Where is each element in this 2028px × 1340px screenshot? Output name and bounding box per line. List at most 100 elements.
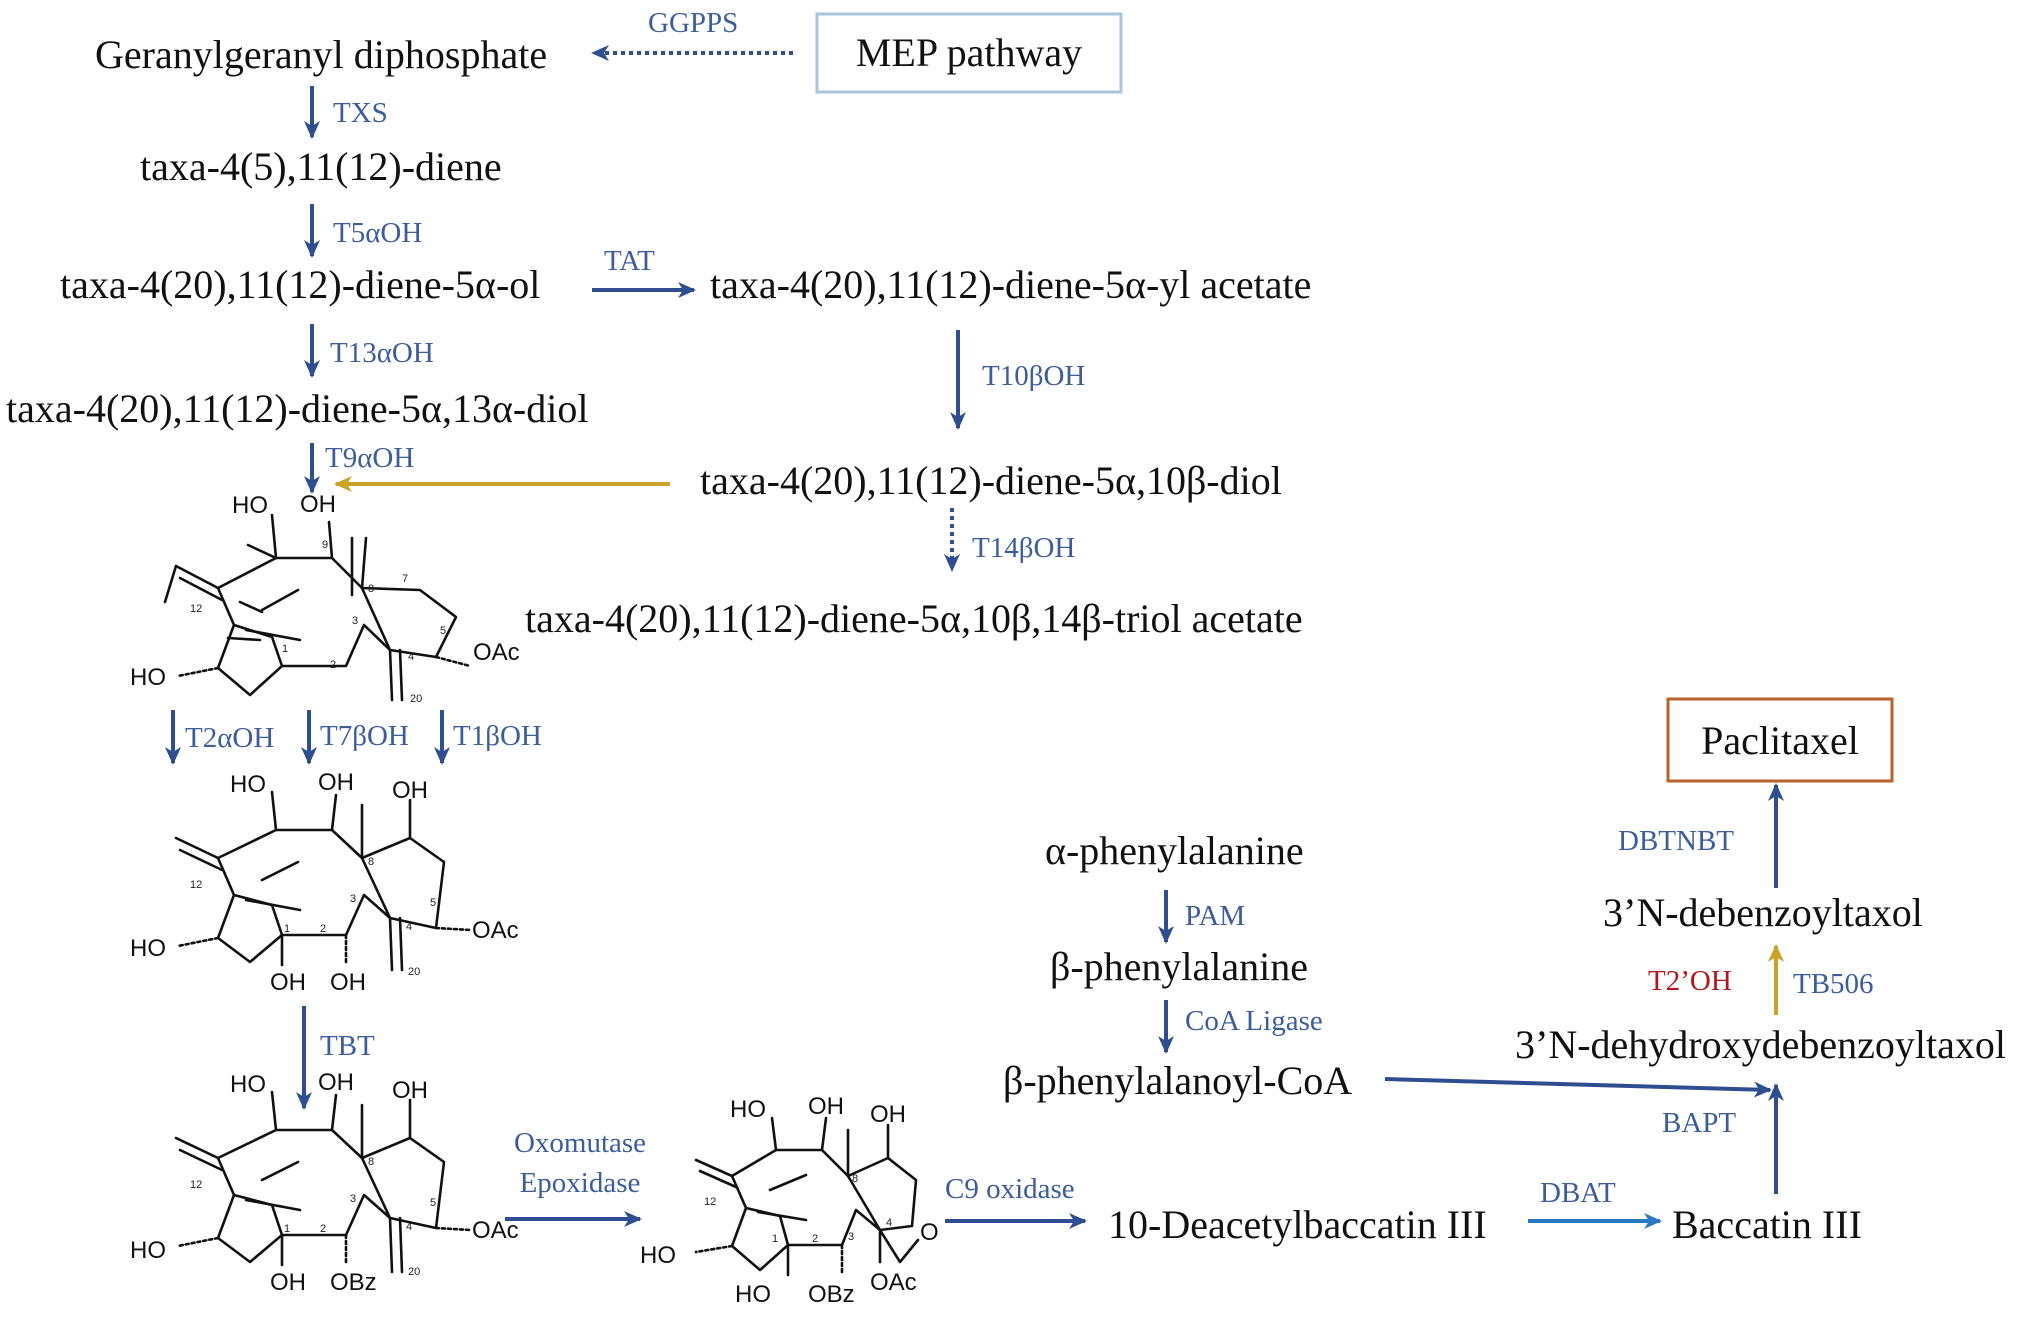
s3-num-20: 20: [408, 1266, 420, 1278]
s1-oh-9: OH: [300, 491, 336, 518]
s2-oh-1: OH: [270, 969, 306, 996]
s3-oac-5: OAc: [472, 1217, 519, 1244]
s1-num-8: 8: [368, 583, 374, 595]
enzyme-bapt: BAPT: [1662, 1107, 1736, 1139]
enzyme-t1boh: T1βOH: [453, 720, 542, 752]
compound-triol: taxa-4(20),11(12)-diene-5α,10β,14β-triol…: [525, 596, 1303, 641]
s3-oh-1: OH: [270, 1269, 306, 1296]
s4-num-3: 3: [848, 1231, 854, 1243]
compound-beta-phe-coa: β-phenylalanoyl-CoA: [1003, 1058, 1352, 1103]
s1-num-1: 1: [282, 643, 288, 655]
s1-oac-5: OAc: [473, 639, 520, 666]
s3-ho-13: HO: [130, 1237, 166, 1264]
s1-num-4: 4: [408, 651, 414, 663]
paclitaxel-box: [1666, 697, 1894, 783]
s2-oh-2: OH: [330, 969, 366, 996]
compound-ggpp: Geranylgeranyl diphosphate: [95, 32, 547, 77]
compound-taxadiene: taxa-4(5),11(12)-diene: [140, 144, 502, 189]
structure-3: HO OH OH HO OAc OH OBz 8 12 3 5 1 2 4 20: [130, 1069, 519, 1296]
enzyme-t2aoh: T2αOH: [185, 722, 274, 754]
structure-1: HO OH HO OAc 9 7 12 8 5 3 1 2 4 20: [130, 491, 520, 705]
enzyme-t10boh: T10βOH: [982, 360, 1085, 392]
s2-num-4: 4: [406, 921, 412, 933]
s4-num-12: 12: [704, 1196, 716, 1208]
s1-num-7: 7: [402, 573, 408, 585]
s2-ho-13: HO: [130, 935, 166, 962]
mep-box: [815, 12, 1123, 94]
enzyme-t13aoh: T13αOH: [330, 337, 434, 369]
s3-num-8: 8: [368, 1156, 374, 1168]
structure-2: HO OH OH HO OAc OH OH 8 12 3 5 1 2 4 20: [130, 769, 519, 996]
enzyme-coa-ligase: CoA Ligase: [1185, 1005, 1323, 1037]
s1-num-20: 20: [410, 693, 422, 705]
s3-oh-9: OH: [318, 1069, 354, 1096]
compound-diol-10: taxa-4(20),11(12)-diene-5α,10β-diol: [700, 458, 1282, 503]
s1-num-5: 5: [440, 625, 446, 637]
s4-num-8: 8: [852, 1173, 858, 1185]
enzyme-epoxidase: Epoxidase: [520, 1167, 641, 1199]
s2-num-3: 3: [350, 893, 356, 905]
enzyme-tbt: TBT: [320, 1030, 375, 1062]
s3-num-4: 4: [406, 1221, 412, 1233]
s2-num-1: 1: [284, 923, 290, 935]
compound-dehydroxy: 3’N-dehydroxydebenzoyltaxol: [1515, 1022, 2006, 1067]
enzyme-t7boh: T7βOH: [320, 720, 409, 752]
enzyme-t2oh: T2’OH: [1648, 965, 1732, 997]
enzyme-c9-oxidase: C9 oxidase: [945, 1173, 1075, 1205]
s2-num-8: 8: [368, 856, 374, 868]
s4-oac-4: OAc: [870, 1269, 917, 1296]
s1-ho-10: HO: [232, 492, 268, 519]
s4-oh-9: OH: [808, 1093, 844, 1120]
s3-ho-10: HO: [230, 1071, 266, 1098]
compound-dab: 10-Deacetylbaccatin III: [1108, 1202, 1487, 1247]
s3-obz-2: OBz: [330, 1269, 377, 1296]
s1-num-2: 2: [330, 659, 336, 671]
s4-obz-2: OBz: [808, 1281, 855, 1308]
s2-num-5: 5: [430, 897, 436, 909]
s3-num-3: 3: [350, 1193, 356, 1205]
s4-ho-10: HO: [730, 1096, 766, 1123]
enzyme-t14boh: T14βOH: [972, 532, 1075, 564]
mep-box-label: MEP pathway: [856, 30, 1082, 75]
s2-oac-5: OAc: [472, 917, 519, 944]
enzyme-t5aoh: T5αOH: [333, 217, 422, 249]
s3-num-2: 2: [320, 1223, 326, 1235]
compound-debenzoyl: 3’N-debenzoyltaxol: [1603, 890, 1923, 935]
s1-num-12: 12: [190, 603, 202, 615]
s4-ho-13: HO: [640, 1242, 676, 1269]
s1-num-9: 9: [322, 539, 328, 551]
s2-num-12: 12: [190, 879, 202, 891]
s4-ho-1: HO: [735, 1281, 771, 1308]
s3-num-5: 5: [430, 1197, 436, 1209]
s2-oh-7: OH: [392, 777, 428, 804]
s4-num-2: 2: [812, 1233, 818, 1245]
enzyme-txs: TXS: [333, 97, 388, 129]
s1-ho-13: HO: [130, 664, 166, 691]
paclitaxel-box-label: Paclitaxel: [1701, 718, 1859, 763]
enzyme-tat: TAT: [604, 245, 655, 277]
compound-taxadienyl-acetate: taxa-4(20),11(12)-diene-5α-yl acetate: [710, 262, 1311, 307]
enzyme-dbat: DBAT: [1540, 1177, 1616, 1209]
s4-oxetane-o: O: [920, 1219, 939, 1246]
s3-num-12: 12: [190, 1179, 202, 1191]
compound-taxadienol: taxa-4(20),11(12)-diene-5α-ol: [60, 262, 540, 307]
s4-num-4: 4: [886, 1217, 892, 1229]
enzyme-t9aoh: T9αOH: [325, 442, 414, 474]
arrow-coa-to-dehydroxy: [1384, 1077, 1772, 1098]
compound-alpha-phe: α-phenylalanine: [1045, 828, 1304, 873]
compound-beta-phe: β-phenylalanine: [1050, 944, 1308, 989]
enzyme-pam: PAM: [1185, 900, 1245, 932]
s4-oh-7: OH: [870, 1101, 906, 1128]
s2-num-20: 20: [408, 966, 420, 978]
s2-num-2: 2: [320, 923, 326, 935]
enzyme-ggpps: GGPPS: [648, 7, 738, 39]
compound-baccatin: Baccatin III: [1672, 1202, 1862, 1247]
s3-oh-7: OH: [392, 1077, 428, 1104]
s1-num-3: 3: [352, 615, 358, 627]
compound-diol-13: taxa-4(20),11(12)-diene-5α,13α-diol: [6, 386, 588, 431]
s3-num-1: 1: [284, 1223, 290, 1235]
s2-oh-9: OH: [318, 769, 354, 796]
structure-4: HO OH OH HO O HO OBz OAc 8 12 3 1 2 4: [640, 1093, 939, 1308]
